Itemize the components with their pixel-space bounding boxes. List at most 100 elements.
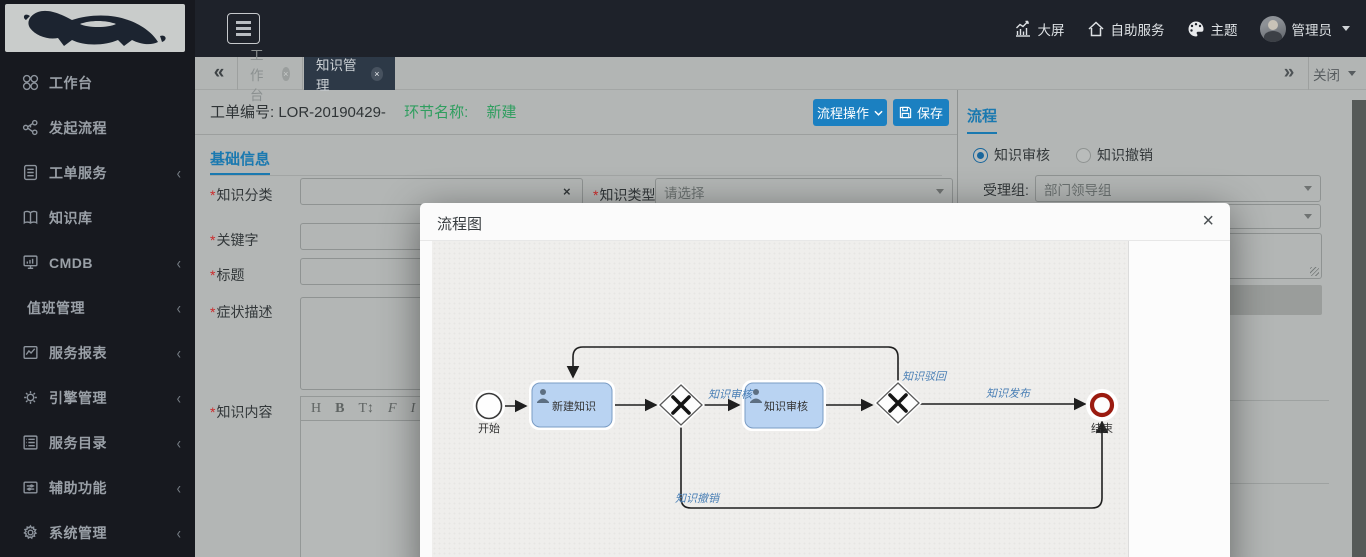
user-icon (750, 389, 762, 403)
sidebar-item-label: 系统管理 (49, 524, 107, 541)
home-icon (1087, 20, 1104, 36)
tab-knowledge-management[interactable]: 知识管理 × (304, 57, 395, 93)
aux-icon (22, 479, 39, 496)
sidebar-item-catalog[interactable]: 服务目录 ‹ (0, 420, 195, 465)
accept-group-select[interactable]: 部门领导组 (1035, 175, 1321, 202)
chevron-down-icon (1348, 71, 1356, 76)
edge-label-reject: 知识驳回 (902, 370, 948, 383)
selfservice-label: 自助服务 (1110, 22, 1165, 38)
knowledge-category-input[interactable] (300, 178, 583, 205)
chevron-left-icon: ‹ (176, 477, 181, 498)
chevron-left-icon: ‹ (176, 297, 181, 318)
select-value: 请选择 (664, 185, 705, 201)
keyword-label: *关键字 (210, 232, 259, 248)
grid-icon (22, 74, 39, 91)
edge-label-review: 知识审核 (708, 388, 754, 401)
menu-toggle-button[interactable] (227, 13, 260, 44)
sidebar-item-label: 服务目录 (49, 434, 107, 451)
avatar (1259, 15, 1286, 42)
sidebar-item-label: 辅助功能 (49, 479, 107, 496)
bull-logo-icon (23, 10, 166, 47)
select-value: 部门领导组 (1044, 182, 1112, 198)
workorder-info: 工单编号: LOR-20190429- 环节名称: 新建 (210, 90, 516, 135)
workorder-number-value: LOR-20190429- (278, 104, 386, 121)
font-size-button[interactable]: T↕ (358, 400, 375, 416)
font-button[interactable]: F (388, 400, 397, 416)
bpmn-diagram: 开始 新建知识 知识审核 (473, 346, 1118, 509)
brand-logo (5, 4, 185, 52)
sidebar-item-start-flow[interactable]: 发起流程 (0, 105, 195, 150)
chevron-left-icon: ‹ (176, 387, 181, 408)
radio-knowledge-review[interactable] (973, 147, 988, 163)
sidebar-item-aux[interactable]: 辅助功能 ‹ (0, 465, 195, 510)
bigscreen-label: 大屏 (1037, 22, 1065, 38)
step-name-value: 新建 (486, 104, 517, 121)
sidebar-item-workbench[interactable]: 工作台 (0, 60, 195, 105)
tab-workbench[interactable]: 工作台 × (237, 48, 303, 103)
engine-icon (22, 389, 39, 406)
start-event-node (475, 392, 503, 420)
knowledge-type-select[interactable]: 请选择 (655, 178, 953, 205)
sidebar-item-system[interactable]: 系统管理 ‹ (0, 510, 195, 555)
radio-knowledge-revoke[interactable] (1076, 147, 1091, 163)
close-icon[interactable]: × (1202, 210, 1214, 232)
step-name-label: 环节名称: (404, 104, 469, 121)
modal-side-area (1128, 241, 1230, 557)
close-icon[interactable]: × (370, 66, 383, 81)
italic-button[interactable]: I (410, 400, 416, 416)
close-tabs-menu[interactable]: 关闭 (1308, 57, 1360, 90)
edge-label-publish: 知识发布 (986, 387, 1032, 400)
flow-operations-button[interactable]: 流程操作 (813, 99, 887, 126)
tab-flow[interactable]: 流程 (967, 105, 998, 134)
chevron-left-icon: ‹ (176, 162, 181, 183)
tabs-scroll-right-button[interactable]: » (1283, 62, 1295, 83)
start-label: 开始 (478, 421, 500, 435)
chevron-down-icon (1342, 26, 1350, 31)
sidebar-item-label: 工作台 (49, 74, 93, 91)
bpmn-diagram-canvas: 开始 新建知识 知识审核 (432, 241, 1128, 557)
ticket-icon (22, 164, 39, 181)
sidebar-item-cmdb[interactable]: CMDB ‹ (0, 240, 195, 285)
sidebar-item-label: 知识库 (49, 209, 93, 226)
chevron-left-icon: ‹ (176, 522, 181, 543)
tab-label: 工作台 (250, 47, 264, 103)
tabs-scroll-left-button[interactable]: « (213, 62, 225, 83)
vertical-scrollbar[interactable] (1352, 100, 1366, 557)
sidebar-item-duty[interactable]: 值班管理 ‹ (0, 285, 195, 330)
clear-icon[interactable]: × (563, 184, 571, 199)
selfservice-button[interactable]: 自助服务 (1087, 19, 1165, 39)
hamburger-icon (236, 21, 251, 24)
sidebar-item-label: CMDB (49, 254, 93, 271)
book-icon (22, 209, 39, 226)
radio-label: 知识撤销 (1097, 147, 1153, 163)
resize-handle[interactable] (1310, 267, 1319, 276)
user-menu[interactable]: 管理员 (1259, 15, 1350, 42)
flow-action-radios: 知识审核 知识撤销 (973, 145, 1153, 165)
task-label: 新建知识 (552, 399, 596, 413)
knowledge-category-label: *知识分类 (210, 187, 273, 203)
sidebar-item-label: 值班管理 (27, 299, 85, 316)
sidebar-item-label: 服务报表 (49, 344, 107, 361)
save-button[interactable]: 保存 (893, 99, 949, 126)
theme-label: 主题 (1210, 22, 1238, 38)
theme-button[interactable]: 主题 (1187, 19, 1238, 39)
bigscreen-button[interactable]: 大屏 (1014, 19, 1065, 39)
sidebar-nav: 工作台 发起流程 工单服务 ‹ 知识库 CMDB ‹ 值班管理 ‹ 服务报表 ‹ (0, 60, 195, 555)
bold-button[interactable]: B (335, 400, 345, 416)
gateway-x-icon (888, 393, 908, 413)
sidebar-item-tickets[interactable]: 工单服务 ‹ (0, 150, 195, 195)
end-label: 结束 (1091, 422, 1113, 435)
sidebar-item-label: 发起流程 (49, 119, 107, 136)
close-icon[interactable]: × (281, 66, 290, 81)
sidebar-item-engine[interactable]: 引擎管理 ‹ (0, 375, 195, 420)
task-label: 知识审核 (764, 399, 808, 413)
chevron-down-icon (874, 110, 883, 116)
heading-button[interactable]: H (311, 400, 322, 416)
sidebar-item-reports[interactable]: 服务报表 ‹ (0, 330, 195, 375)
accept-group-label: 受理组: (983, 182, 1029, 198)
edge-reject-loop (566, 346, 899, 383)
sidebar-item-knowledge-base[interactable]: 知识库 (0, 195, 195, 240)
end-event-node (1089, 392, 1115, 418)
section-title-label: 基础信息 (210, 151, 271, 175)
